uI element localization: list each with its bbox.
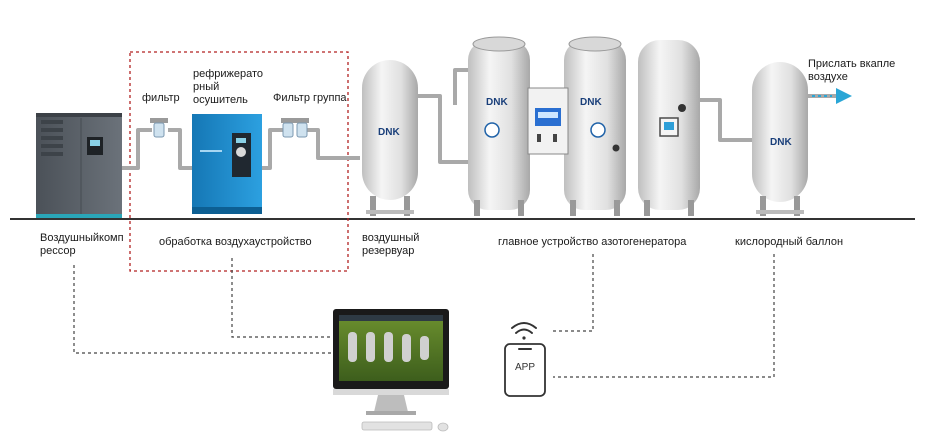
mouse-icon (437, 422, 449, 432)
control-panel (527, 87, 569, 155)
dryer-label: рефрижерато рный осушитель (193, 68, 264, 106)
tower-b-logo: DNK (580, 97, 602, 108)
monitor-icon (333, 309, 449, 415)
filter-1 (150, 118, 168, 138)
filter-group-label: Фильтр группа (273, 92, 347, 104)
wifi-icon (511, 322, 537, 340)
outlet-label: Прислать вкапле воздухе (808, 58, 896, 83)
outlet-arrow (808, 88, 852, 104)
oxygen-tank (752, 62, 808, 216)
generator-tower-b (564, 36, 626, 216)
treatment-dashed-box (129, 51, 349, 272)
generator-label: главное устройство азотогенератора (498, 236, 687, 248)
keyboard-icon (361, 421, 433, 431)
oxygen-tank-label: кислородный баллон (735, 236, 844, 248)
tower-a-logo: DNK (486, 97, 508, 108)
control-connection-lines (73, 254, 775, 378)
filter-group (281, 118, 309, 138)
smartphone-icon (504, 343, 546, 397)
treatment-label: обработка воздухаустройство (159, 236, 312, 248)
valves (612, 104, 686, 152)
air-tank (362, 60, 418, 216)
oxygen-tank-logo: DNK (770, 137, 792, 148)
compressor-label: Воздушныйкомп рессор (40, 232, 124, 257)
app-label: APP (514, 362, 535, 373)
air-compressor (36, 113, 122, 218)
air-tank-label: воздушный резервуар (362, 232, 420, 257)
refrigerated-dryer (192, 114, 262, 214)
tank-logo: DNK (378, 127, 400, 138)
generator-tower-a (468, 36, 530, 216)
filter-label: фильтр (142, 92, 180, 104)
buffer-tank (638, 40, 700, 216)
